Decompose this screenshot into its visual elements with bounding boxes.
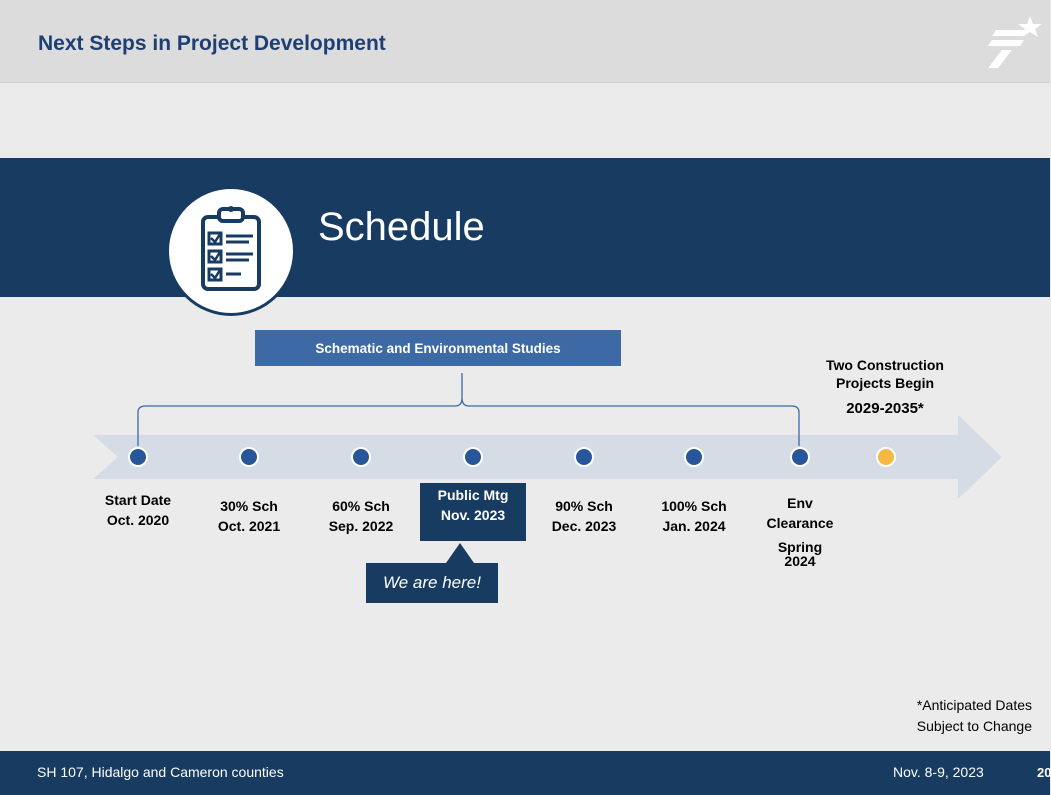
we-are-here-callout: We are here!	[366, 563, 498, 603]
current-milestone-highlight	[420, 483, 526, 541]
clipboard-checklist-icon	[166, 186, 296, 316]
note-line-2: Subject to Change	[916, 718, 1032, 734]
milestone-dot	[128, 447, 148, 467]
milestone-label-line: Dec. 2023	[551, 518, 617, 534]
construction-line-2: Projects Begin	[835, 375, 935, 391]
milestone-label-line: Spring	[777, 539, 823, 555]
page-number: 20	[1037, 765, 1051, 780]
milestone-dot	[351, 447, 371, 467]
milestone-dot	[684, 447, 704, 467]
milestone-label-line: Sep. 2022	[328, 518, 394, 534]
milestone-dot	[574, 447, 594, 467]
milestone-dot	[790, 447, 810, 467]
milestone-label-line: Jan. 2024	[662, 518, 726, 534]
milestone-label-line: Oct. 2020	[106, 512, 170, 528]
milestone-label-line: Oct. 2021	[217, 518, 281, 534]
callout-pointer	[446, 543, 474, 563]
milestone-label-line: Nov. 2023	[440, 507, 506, 523]
milestone-label-line: 30% Sch	[220, 498, 278, 514]
schedule-title: Schedule	[318, 205, 485, 249]
milestone-dot	[463, 447, 483, 467]
milestone-label-line: 100% Sch	[661, 498, 727, 514]
studies-box: Schematic and Environmental Studies	[255, 330, 621, 366]
milestone-label-line: Public Mtg	[437, 487, 509, 503]
milestone-dot	[239, 447, 259, 467]
construction-line-1: Two Construction	[826, 357, 944, 373]
schedule-band	[0, 158, 1050, 297]
milestone-label-line: 60% Sch	[332, 498, 390, 514]
construction-dates: 2029-2035*	[846, 400, 924, 417]
milestone-label-line: 90% Sch	[555, 498, 613, 514]
star-logo-icon	[988, 16, 1042, 68]
footer-bar	[0, 751, 1050, 795]
construction-label: Two Construction Projects Begin	[810, 356, 960, 392]
milestone-label-line: Env	[787, 495, 813, 511]
milestone-label-line: Clearance	[766, 515, 834, 531]
footer-date: Nov. 8-9, 2023	[893, 764, 984, 780]
header-bar	[0, 0, 1050, 83]
milestone-label-line: Start Date	[104, 492, 172, 508]
note-line-1: *Anticipated Dates	[916, 697, 1032, 713]
anticipated-note: *Anticipated Dates Subject to Change	[880, 695, 1032, 737]
milestone-dot	[876, 447, 896, 467]
milestone-label-line: 2024	[784, 553, 816, 569]
slide-title: Next Steps in Project Development	[38, 32, 386, 55]
footer-project: SH 107, Hidalgo and Cameron counties	[37, 764, 284, 780]
